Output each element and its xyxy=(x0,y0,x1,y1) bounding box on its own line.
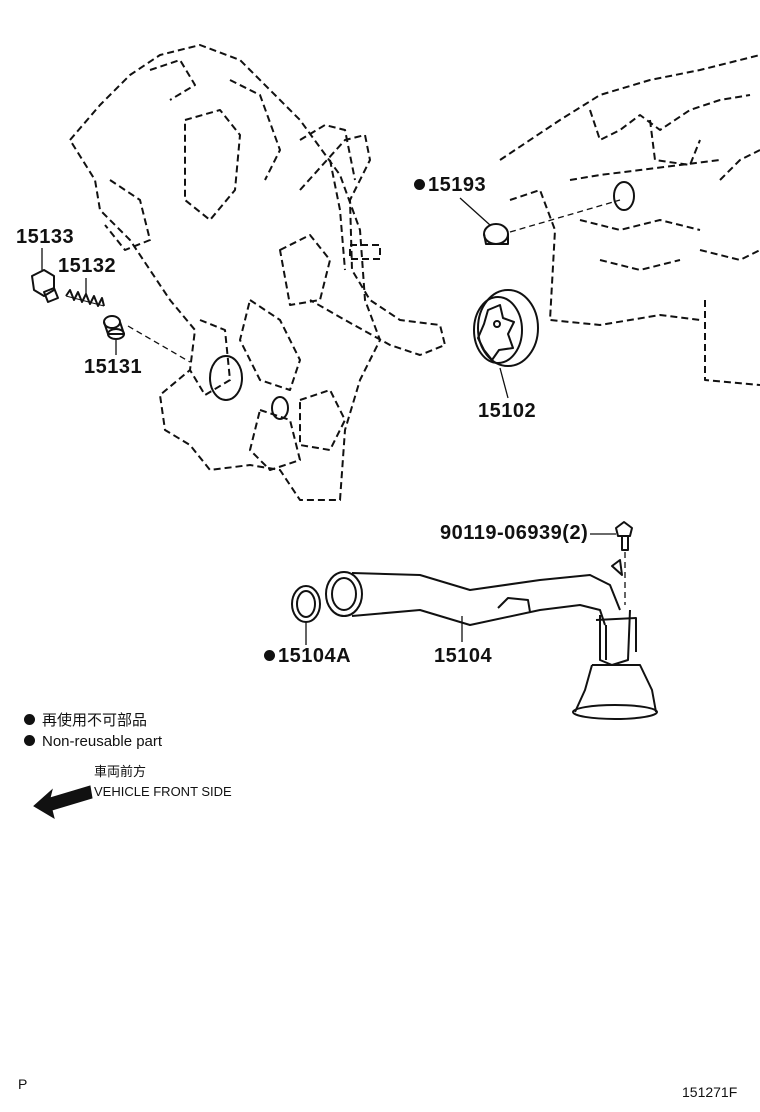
part-label-15133: 15133 xyxy=(16,226,75,248)
oil-pump-bore xyxy=(209,355,289,420)
legend-row-jp: 再使用不可部品 xyxy=(24,710,162,731)
front-text-jp: 車両前方 xyxy=(94,764,147,779)
gasket-15104A xyxy=(291,585,321,623)
part-label-15102: 15102 xyxy=(478,400,537,422)
part-label-90119-06939: 90119-06939(2) xyxy=(440,522,589,544)
relief-plug-15133 xyxy=(31,269,59,303)
oil-pump-rotor-15102 xyxy=(473,289,539,367)
vehicle-front-arrow xyxy=(33,785,93,820)
relief-valve-15131 xyxy=(103,315,125,340)
part-label-15193: 15193 xyxy=(414,174,486,197)
legend-dot xyxy=(24,735,35,746)
non-reusable-dot xyxy=(264,650,275,661)
leader-lines xyxy=(41,197,626,645)
oil-strainer-15104 xyxy=(325,559,658,720)
legend: 再使用不可部品 Non-reusable part xyxy=(24,710,162,752)
engine-block-outline xyxy=(499,54,760,386)
illustration-number: 151271F xyxy=(682,1084,738,1100)
corner-label-left: P xyxy=(18,1076,28,1092)
legend-text-jp: 再使用不可部品 xyxy=(42,712,148,729)
part-label-15104A: 15104A xyxy=(264,645,351,668)
oil-seal-15193 xyxy=(483,223,509,245)
legend-row-en: Non-reusable part xyxy=(24,731,162,752)
relief-spring-15132 xyxy=(65,289,105,307)
part-label-15104: 15104 xyxy=(434,645,493,667)
part-label-15131: 15131 xyxy=(84,356,143,378)
front-text-en: VEHICLE FRONT SIDE xyxy=(94,784,232,799)
legend-dot xyxy=(24,714,35,725)
bolt-90119-06939 xyxy=(615,521,633,551)
timing-cover-outline xyxy=(69,44,381,501)
legend-text-en: Non-reusable part xyxy=(42,733,163,750)
part-label-15132: 15132 xyxy=(58,255,117,277)
crankshaft-bore xyxy=(613,181,635,211)
vehicle-front-label: 車両前方 VEHICLE FRONT SIDE xyxy=(94,762,232,802)
timing-cover-bracket xyxy=(299,134,446,356)
part-number: 15193 xyxy=(428,174,487,196)
part-number: 15104A xyxy=(278,645,352,667)
non-reusable-dot xyxy=(414,179,425,190)
